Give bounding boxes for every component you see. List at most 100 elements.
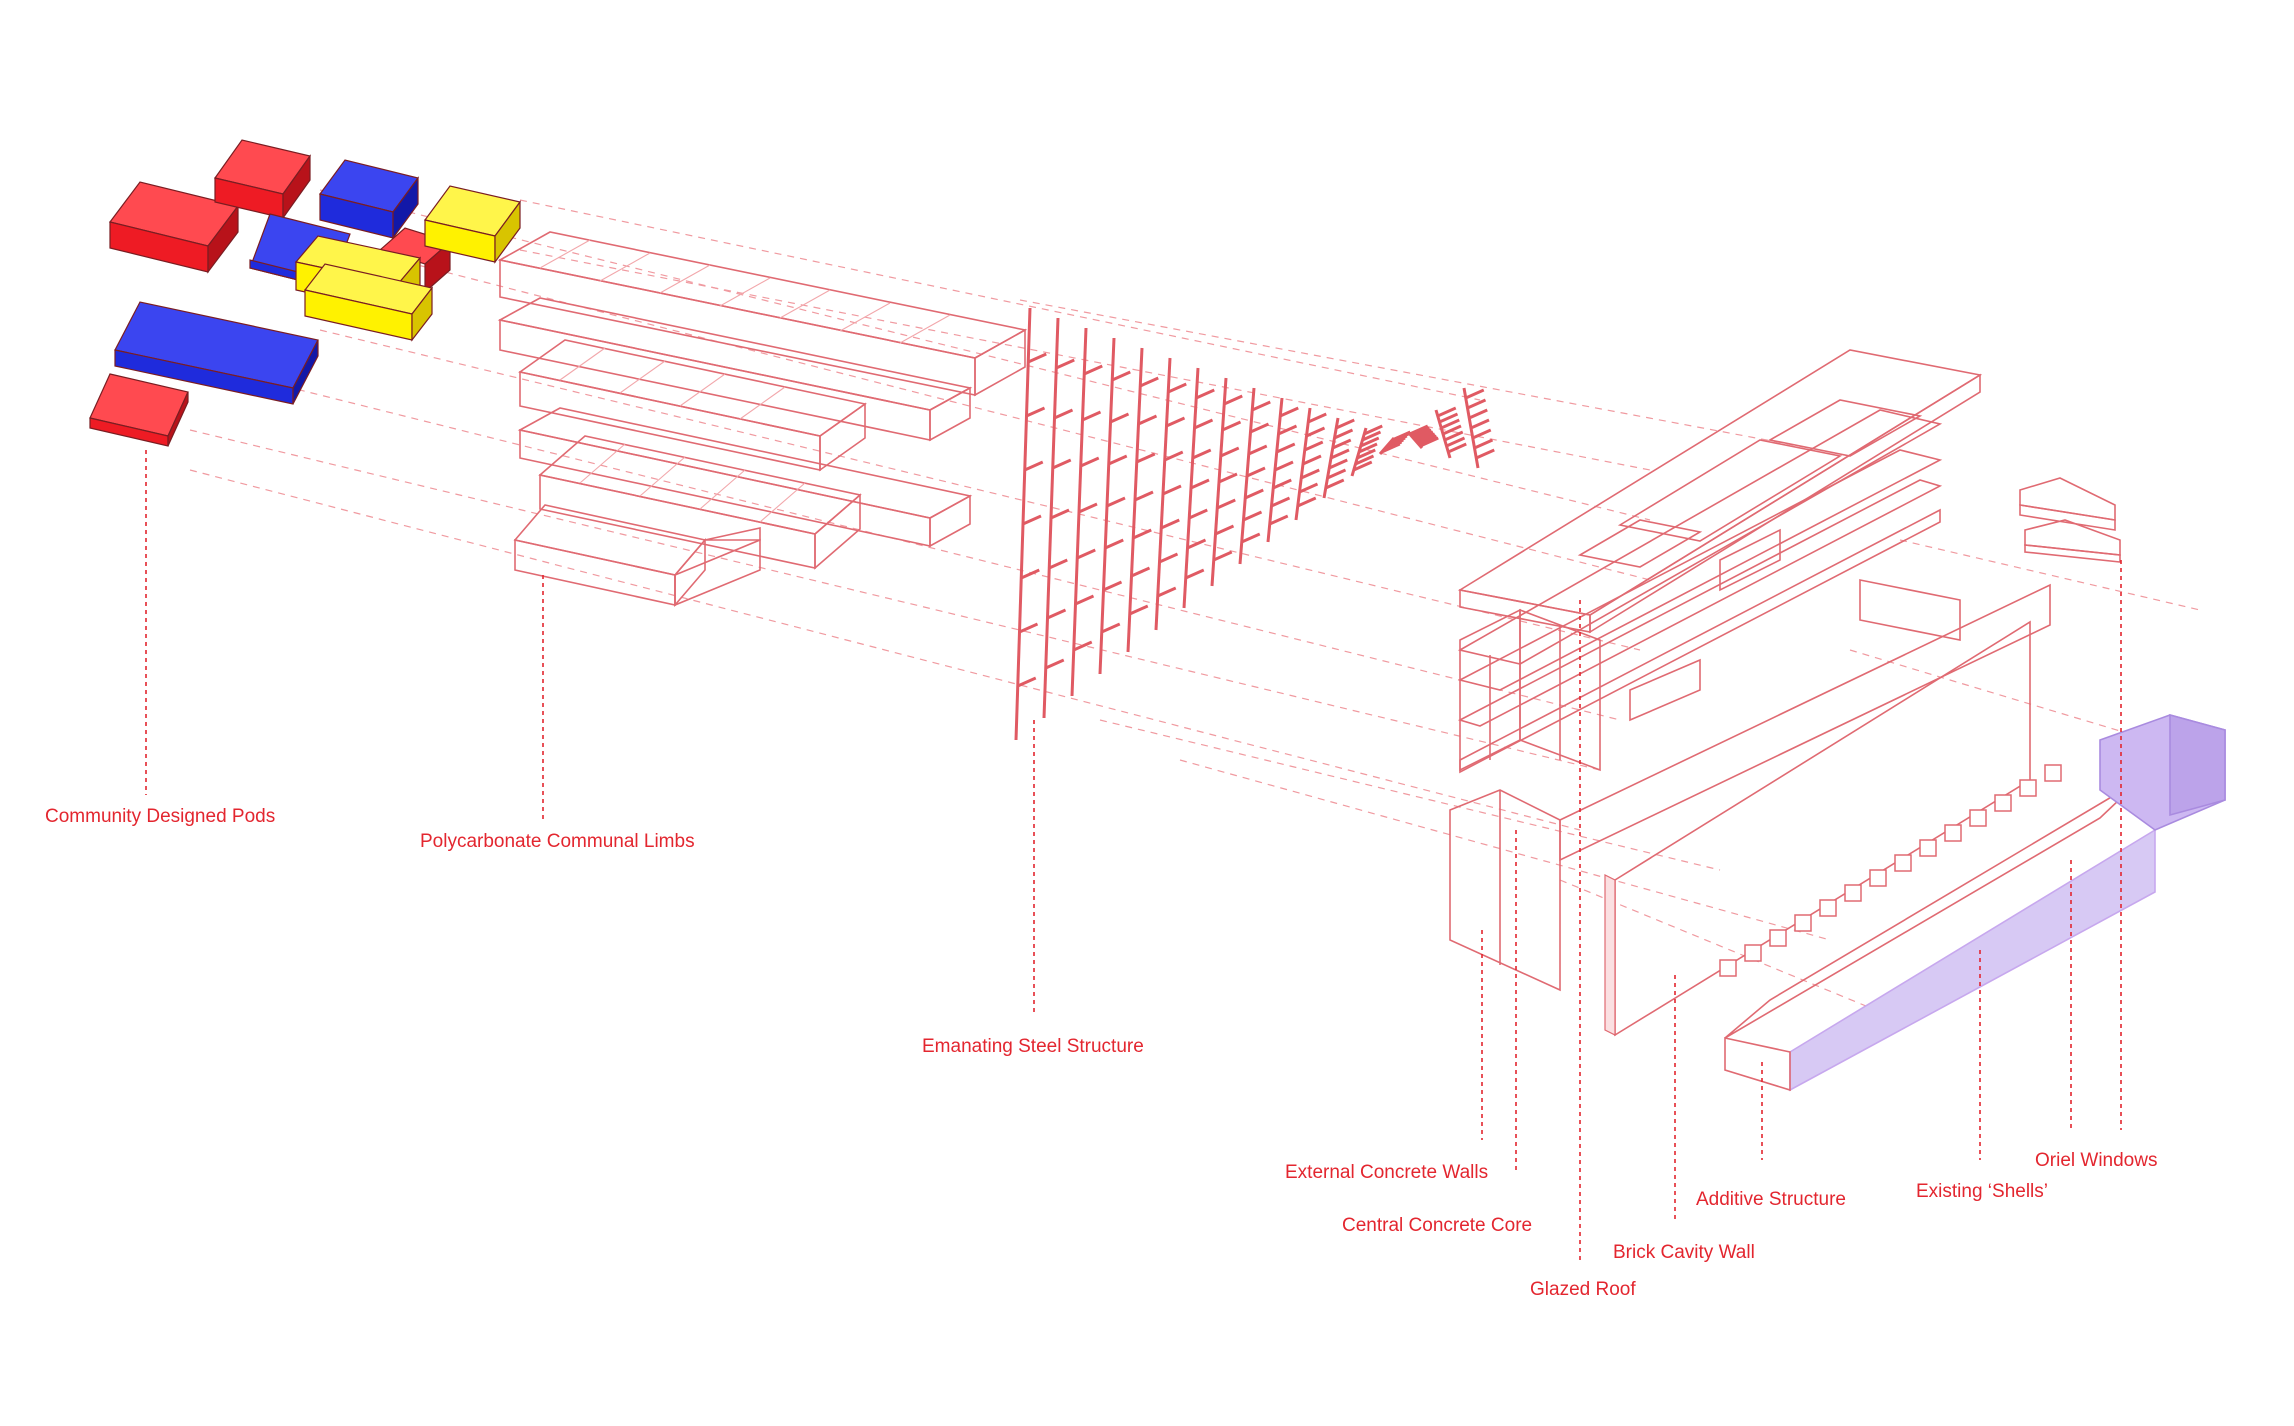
limb-5 [538, 435, 862, 570]
steel-beam [1412, 428, 1432, 440]
steel-beam [1106, 496, 1126, 508]
steel-beam [1139, 376, 1159, 388]
steel-beam [1305, 426, 1326, 438]
steel-beam [1246, 466, 1266, 478]
steel-beam [1279, 406, 1299, 418]
steel-beam [1017, 676, 1037, 688]
pod-red-2 [213, 139, 312, 220]
steel-beam [1416, 432, 1436, 444]
steel-beam [1445, 436, 1466, 448]
label-community-designed-pods: Community Designed Pods [45, 806, 276, 827]
additive-box [1744, 944, 1762, 962]
steel-beam [1330, 448, 1350, 460]
steel-beam [1027, 352, 1047, 364]
polycarbonate-limbs [497, 231, 1028, 608]
steel-beam [1108, 454, 1128, 466]
limb-3 [518, 339, 867, 472]
steel-beam [1162, 484, 1182, 496]
steel-beam [1354, 454, 1375, 466]
limb-4 [517, 407, 973, 548]
label-emanating-steel-structure: Emanating Steel Structure [922, 1036, 1144, 1057]
steel-beam [1356, 448, 1376, 460]
steel-beam [1249, 422, 1270, 434]
steel-beam [1111, 370, 1131, 382]
steel-beam [1020, 568, 1040, 580]
additive-box [1819, 899, 1837, 917]
steel-beam [1470, 418, 1490, 430]
steel-beam [1414, 430, 1434, 442]
steel-beam [1048, 558, 1068, 570]
steel-beam [1083, 364, 1103, 376]
additive-box [1894, 854, 1912, 872]
label-central-concrete-core: Central Concrete Core [1342, 1215, 1533, 1236]
steel-beam [1251, 400, 1271, 412]
label-external-concrete-walls: External Concrete Walls [1285, 1162, 1489, 1183]
steel-beam [1190, 478, 1210, 490]
steel-beam [1221, 420, 1242, 432]
steel-beam [1160, 518, 1180, 530]
label-polycarbonate-communal-limbs: Polycarbonate Communal Limbs [420, 831, 695, 852]
steel-beam [1223, 394, 1243, 406]
steel-beam [1297, 496, 1317, 508]
steel-beam [1101, 622, 1121, 634]
steel-beam [1137, 414, 1158, 426]
steel-beam [1052, 458, 1072, 470]
steel-beam [1417, 434, 1438, 446]
additive-box [1969, 809, 1987, 827]
main-building [1449, 349, 2051, 992]
limb-2 [497, 297, 973, 442]
steel-beam [1472, 428, 1492, 440]
steel-beam [1213, 550, 1233, 562]
steel-beam [1473, 438, 1494, 450]
steel-beam [1074, 594, 1095, 606]
steel-beam [1050, 508, 1070, 520]
steel-beam [1080, 456, 1100, 468]
steel-beam [1045, 658, 1065, 670]
steel-beam [1136, 452, 1156, 464]
steel-beam [1192, 448, 1212, 460]
steel-beam [1363, 424, 1383, 436]
label-additive-structure: Additive Structure [1696, 1189, 1846, 1210]
steel-beam [1410, 426, 1431, 438]
pod-red-4 [89, 373, 189, 447]
steel-beam [1193, 418, 1214, 430]
limb-6 [513, 504, 761, 608]
additive-box [1919, 839, 1937, 857]
community-pods [89, 139, 522, 447]
steel-beam [1214, 524, 1235, 536]
steel-beam [1419, 436, 1439, 448]
projection-lines [189, 189, 2201, 1021]
steel-beam [1438, 412, 1459, 424]
central-core [1459, 608, 1601, 772]
steel-beam [1300, 468, 1320, 480]
steel-beam [1129, 604, 1149, 616]
steel-beam [1216, 498, 1236, 510]
steel-beam [1358, 442, 1378, 454]
additive-box [1944, 824, 1962, 842]
limb-1 [497, 231, 1028, 397]
steel-beam [1326, 468, 1347, 480]
additive-box [1994, 794, 2012, 812]
pod-blue-3 [114, 301, 319, 405]
steel-beam [1325, 478, 1345, 490]
steel-beam [1165, 416, 1186, 428]
steel-beam [1381, 442, 1401, 454]
additive-box [2019, 779, 2037, 797]
floor-slabs [1457, 409, 1943, 774]
steel-beam [1164, 450, 1184, 462]
steel-beam [1444, 430, 1464, 442]
steel-beam [1242, 510, 1263, 522]
steel-beam [1078, 502, 1098, 514]
steel-beam [1333, 428, 1354, 440]
steel-beam [1298, 482, 1319, 494]
steel-beam [1307, 412, 1327, 424]
steel-beam [1302, 454, 1322, 466]
additive-structure-frames [1629, 528, 1961, 722]
additive-structure-boxes [1719, 764, 2062, 977]
glazed-roof-slab [1457, 349, 1983, 634]
label-existing-shells: Existing ‘Shells’ [1916, 1181, 2048, 1202]
steel-beam [1466, 398, 1487, 410]
leader-lines [145, 450, 2122, 1260]
steel-beam [1081, 410, 1102, 422]
